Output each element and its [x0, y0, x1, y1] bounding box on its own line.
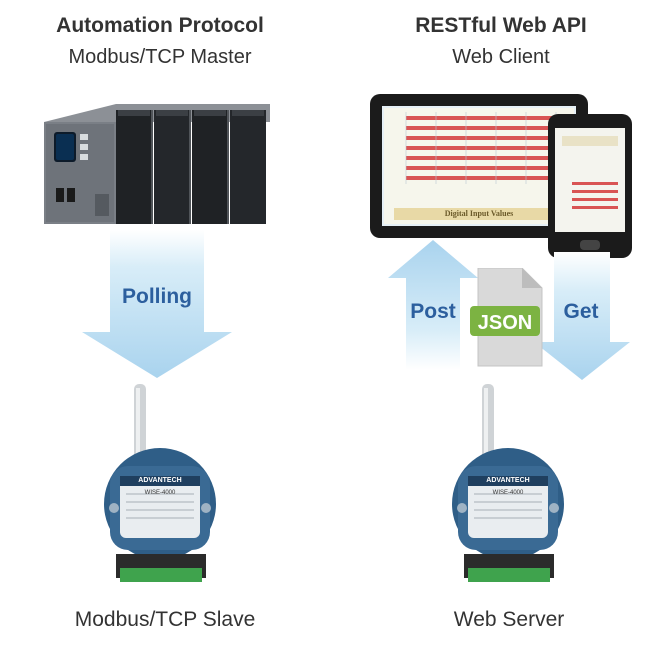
post-label: Post: [410, 300, 456, 323]
right-module-model: WISE-4000: [492, 490, 524, 496]
wireless-io-module-icon: [444, 384, 574, 588]
json-file-icon: [470, 268, 550, 368]
right-device-caption: Web Server: [453, 608, 565, 631]
get-arrow: [534, 252, 630, 380]
polling-label: Polling: [122, 285, 192, 308]
tablet-icon: [370, 94, 590, 240]
left-device-caption: Modbus/TCP Slave: [74, 608, 256, 631]
wireless-io-module-icon: [96, 384, 226, 588]
right-module-brand: ADVANTECH: [486, 477, 530, 484]
smartphone-icon: [548, 114, 634, 260]
left-module-model: WISE-4000: [144, 490, 176, 496]
left-module-brand: ADVANTECH: [138, 477, 182, 484]
json-badge-label: JSON: [477, 312, 533, 334]
left-title: Automation Protocol: [56, 14, 264, 37]
right-subtitle: Web Client: [452, 46, 550, 68]
left-subtitle: Modbus/TCP Master: [68, 46, 252, 68]
post-arrow: [388, 240, 478, 370]
plc-controller-icon: [40, 96, 280, 234]
get-label: Get: [563, 300, 599, 323]
polling-arrow: [82, 230, 232, 380]
right-title: RESTful Web API: [415, 14, 587, 37]
tablet-footer-label: Digital Input Values: [444, 209, 514, 218]
